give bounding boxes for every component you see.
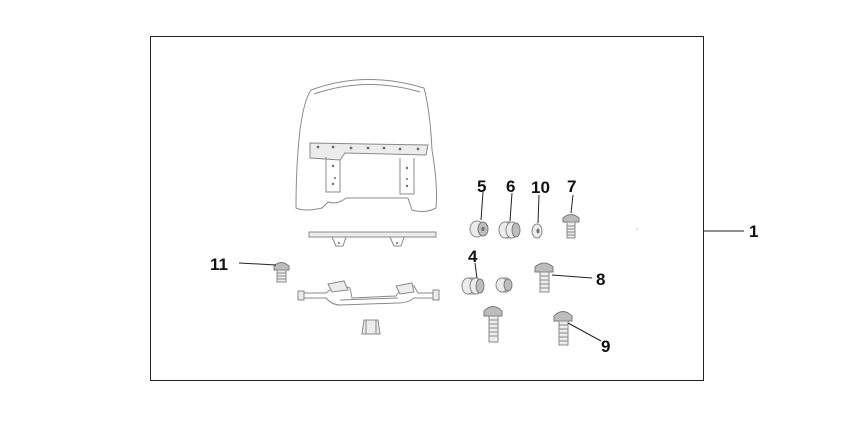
leader-8	[551, 274, 593, 279]
callout-11: 11	[210, 255, 228, 274]
washer-icon	[531, 223, 543, 239]
collar-icon	[495, 277, 513, 293]
callout-7: 7	[567, 177, 576, 196]
diagram-frame	[150, 36, 704, 381]
bolt-icon	[273, 262, 290, 283]
collar-icon	[361, 319, 381, 335]
bolt-icon	[483, 306, 503, 343]
leader-4	[474, 262, 478, 279]
bolt-icon	[534, 262, 554, 293]
callout-9: 9	[601, 337, 610, 356]
nut-icon	[469, 220, 489, 238]
callout-10: 10	[531, 178, 550, 197]
windshield-icon	[295, 78, 437, 213]
stray-dot	[636, 228, 638, 230]
bolt-icon	[562, 214, 580, 239]
mount-stay-icon	[297, 280, 440, 306]
leader-11	[238, 262, 277, 266]
grommet-icon	[498, 221, 521, 239]
leader-6	[509, 192, 513, 222]
callout-5: 5	[477, 177, 486, 196]
grommet-icon	[461, 277, 485, 295]
callout-4: 4	[468, 247, 478, 266]
bracket-bar-icon	[308, 231, 437, 247]
leader-10	[537, 194, 540, 224]
leader-7	[570, 194, 574, 214]
bolt-icon	[553, 311, 573, 346]
leader-9	[567, 322, 602, 342]
callout-1: 1	[749, 222, 758, 241]
callout-8: 8	[596, 270, 605, 289]
callout-6: 6	[506, 177, 515, 196]
leader-5	[480, 191, 484, 221]
